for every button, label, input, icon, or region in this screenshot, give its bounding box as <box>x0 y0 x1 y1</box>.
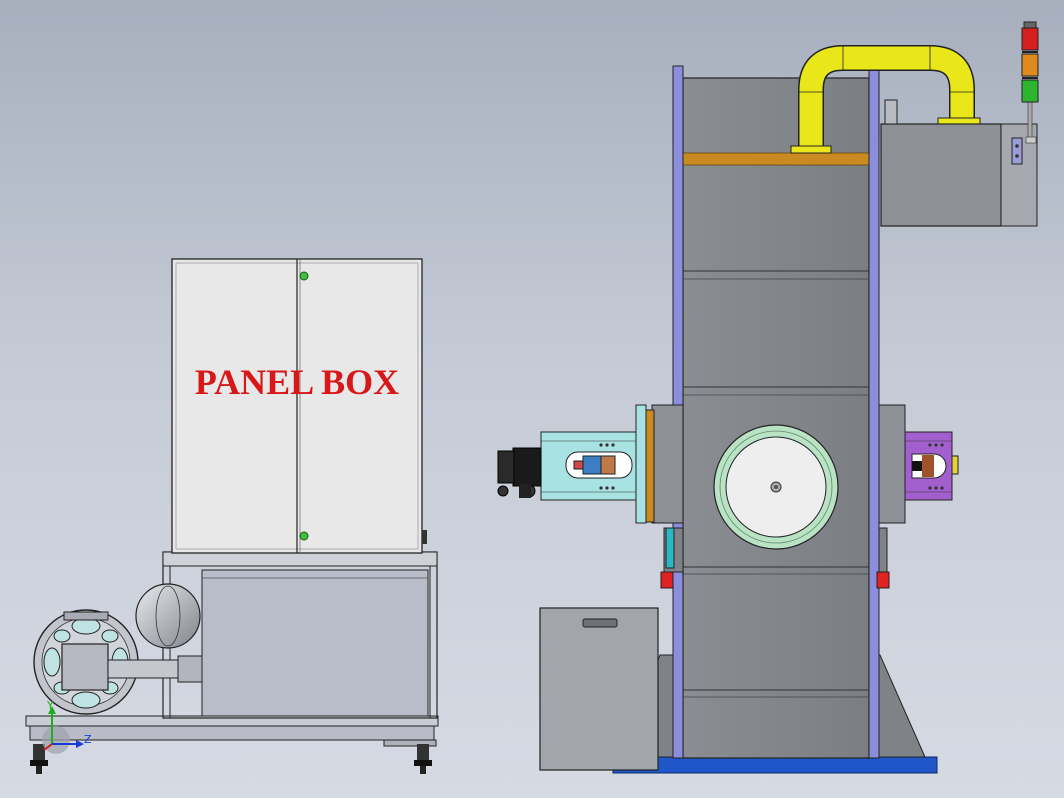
panel-box: PANEL BOX <box>171 258 427 554</box>
left-base-rail <box>29 725 435 741</box>
side-cart <box>539 607 659 771</box>
coordinate-triad: Y Z <box>42 699 92 754</box>
left-machine: PANEL BOX Y Z <box>25 258 439 774</box>
top-control-box <box>880 99 1038 227</box>
stop-block-left <box>660 571 674 589</box>
viewport-window <box>713 424 839 550</box>
right-flange-assembly <box>904 431 959 501</box>
pump-motor <box>33 609 203 715</box>
blue-base-plate <box>612 756 938 774</box>
axis-y-label: Y <box>46 699 54 712</box>
orange-band <box>682 152 870 166</box>
panel-box-label: PANEL BOX <box>195 362 399 402</box>
left-flange-assembly <box>497 404 655 524</box>
tower-light-green <box>1021 79 1039 103</box>
door-lock-bottom <box>299 531 309 541</box>
lower-cabinet <box>201 569 429 717</box>
servo-motor <box>512 447 542 487</box>
axis-z-label: Z <box>84 733 92 746</box>
pump-sphere <box>135 583 201 649</box>
leveling-feet <box>30 744 432 774</box>
tower-light-red <box>1021 27 1039 51</box>
tower-light <box>1021 21 1039 144</box>
right-frame-post <box>868 65 880 759</box>
door-lock-top <box>299 271 309 281</box>
right-machine <box>497 21 1039 774</box>
tower-light-orange <box>1021 53 1039 77</box>
stop-block-right <box>876 571 890 589</box>
main-column <box>682 77 870 759</box>
